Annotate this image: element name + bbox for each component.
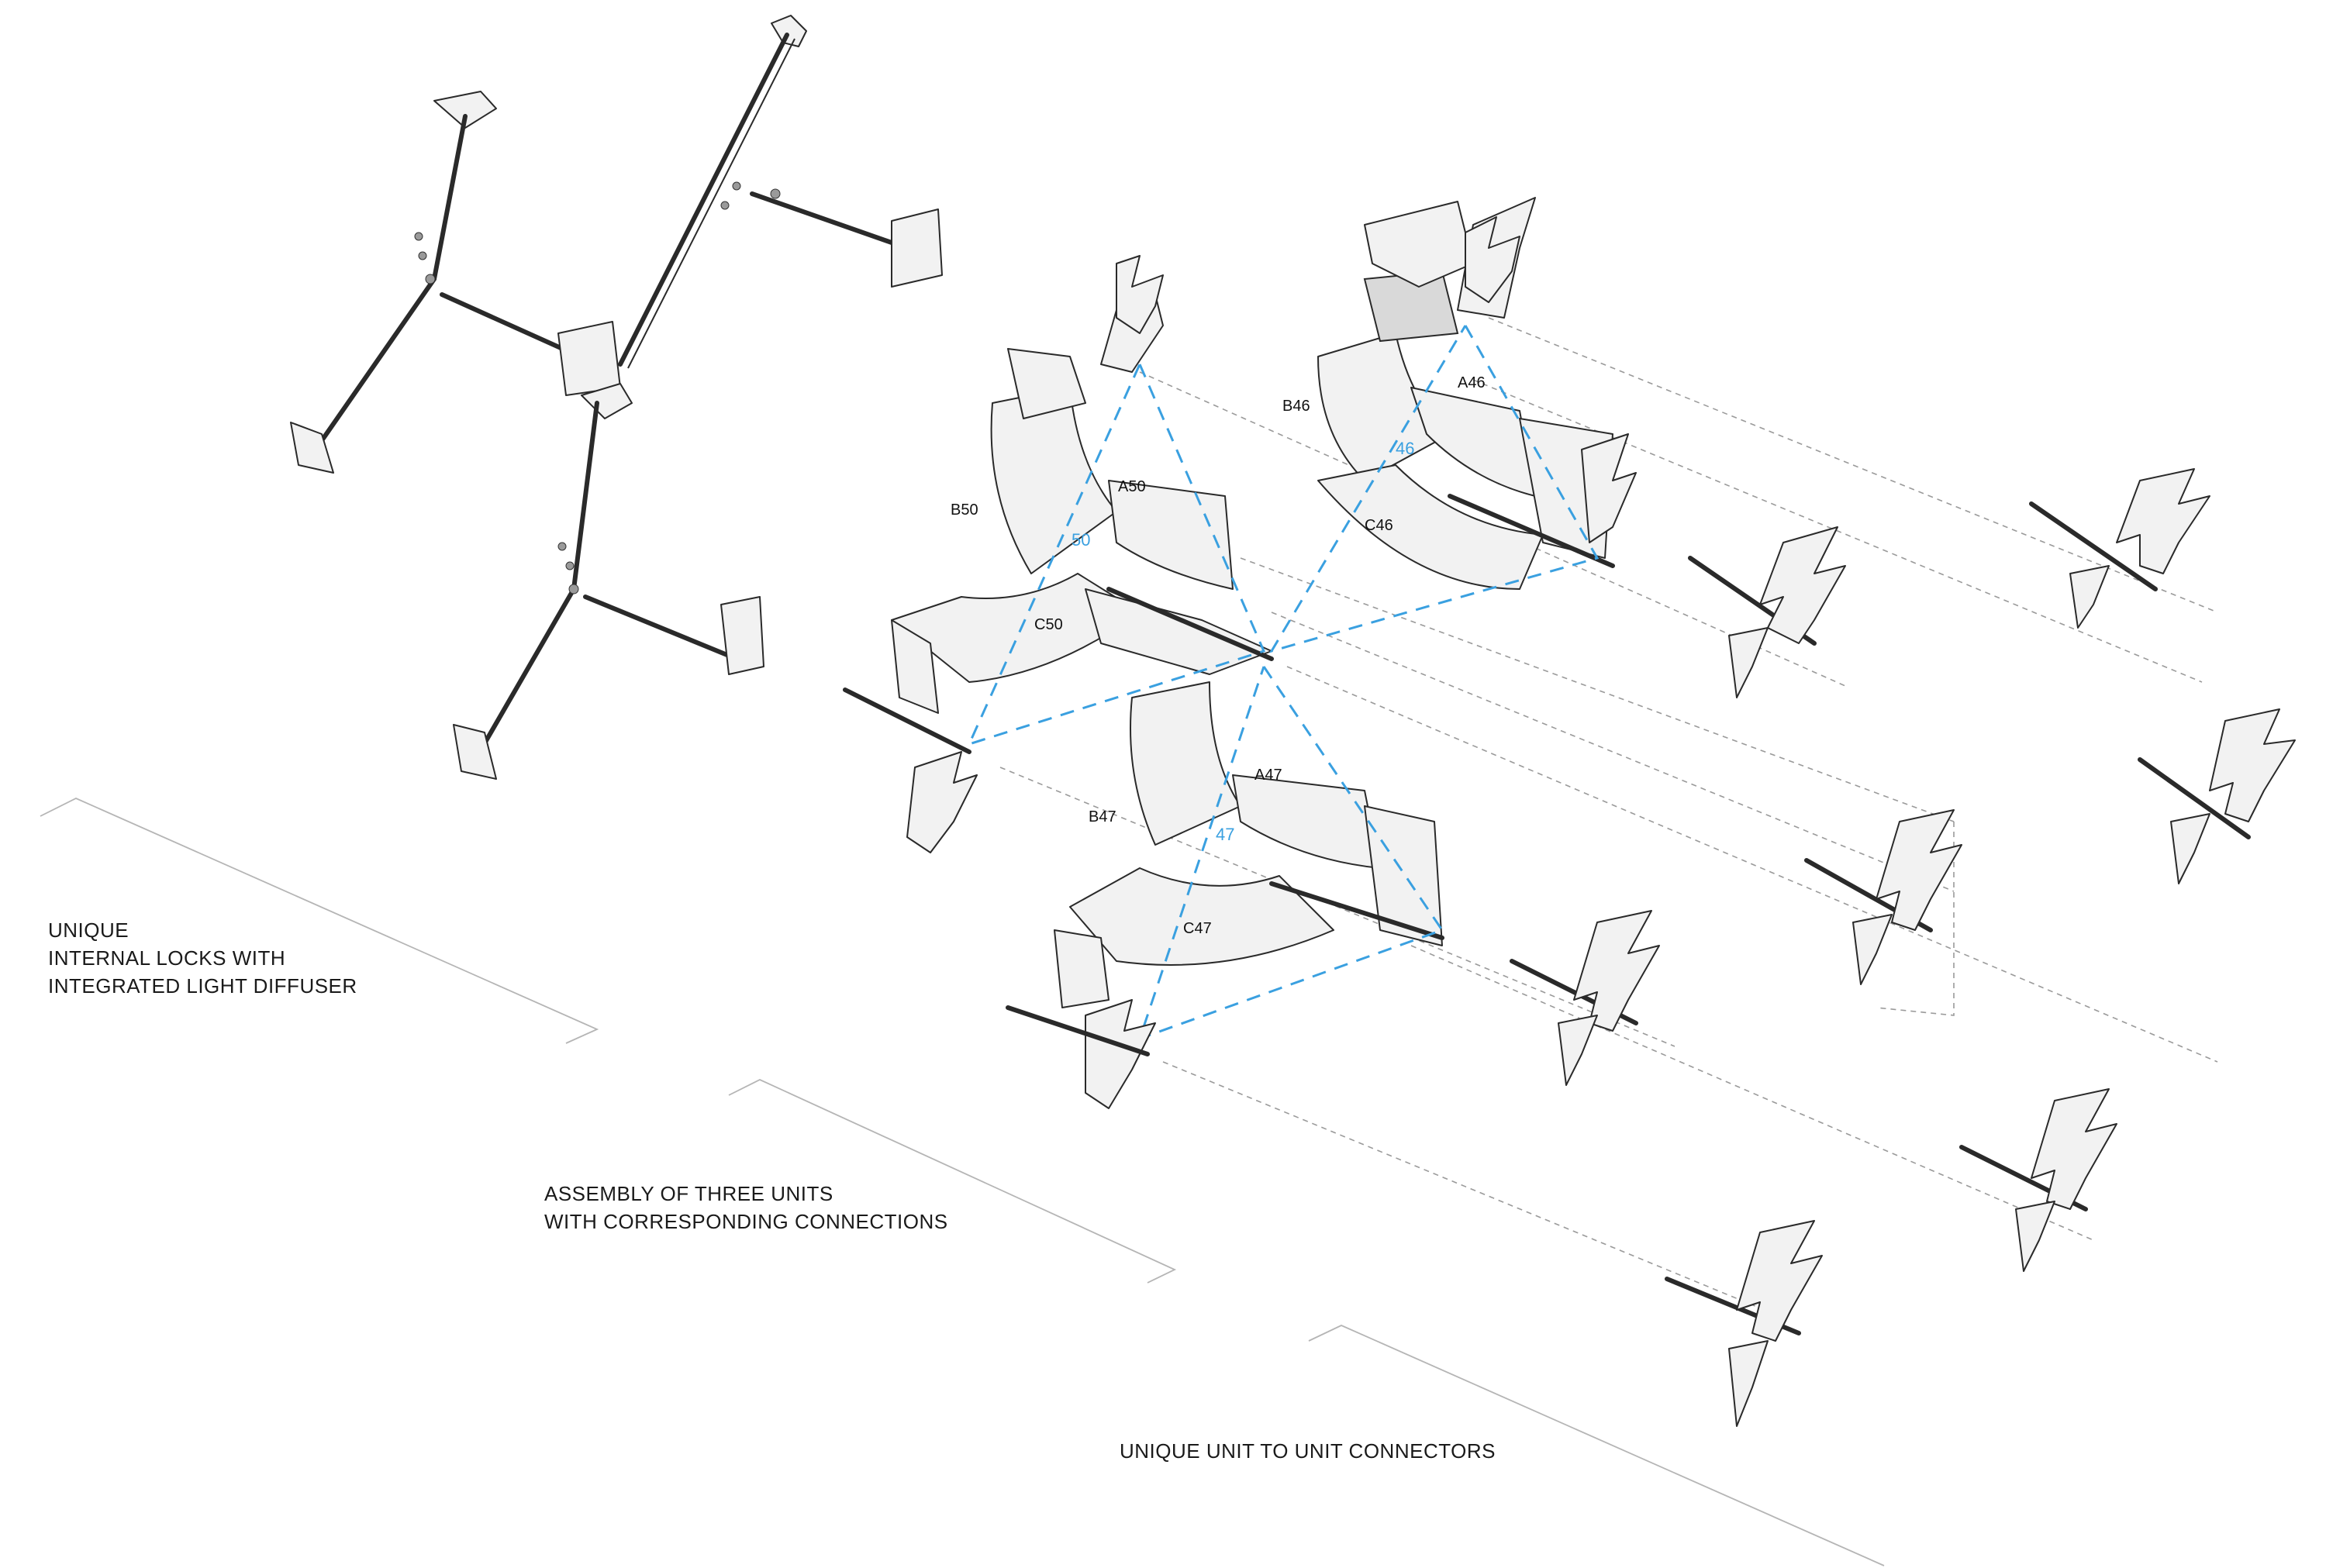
label-b47: B47 bbox=[1089, 808, 1116, 825]
caption-internal-locks: UNIQUE INTERNAL LOCKS WITH INTEGRATED LI… bbox=[48, 918, 357, 998]
label-c50: C50 bbox=[1034, 616, 1063, 633]
connector-6 bbox=[1959, 1088, 2117, 1272]
label-num-47: 47 bbox=[1216, 825, 1234, 844]
label-a47: A47 bbox=[1254, 767, 1282, 784]
assembly-labels: A50 B50 C50 50 A46 B46 C46 46 A47 B47 C4… bbox=[951, 374, 1486, 937]
floor-bracket-assembly bbox=[728, 1079, 1177, 1284]
connector-2 bbox=[1688, 526, 1846, 698]
connector-1 bbox=[2029, 468, 2210, 629]
connector-7 bbox=[1665, 1220, 1823, 1427]
internal-lock-left bbox=[290, 91, 621, 474]
unit-47 bbox=[1054, 681, 1444, 1008]
label-num-50: 50 bbox=[1072, 530, 1090, 550]
caption-assembly: ASSEMBLY OF THREE UNITS WITH CORRESPONDI… bbox=[544, 1182, 948, 1233]
floor-bracket-locks bbox=[40, 798, 599, 1044]
label-b46: B46 bbox=[1282, 398, 1310, 415]
floor-bracket-connectors bbox=[1308, 1325, 1885, 1566]
label-a46: A46 bbox=[1458, 374, 1486, 391]
internal-lock-upper bbox=[618, 15, 943, 369]
connector-3 bbox=[2138, 708, 2296, 884]
unit-50 bbox=[891, 294, 1274, 714]
alignment-triangles bbox=[967, 325, 1600, 1041]
label-c46: C46 bbox=[1365, 517, 1393, 534]
assembly-connectors bbox=[843, 216, 1637, 1109]
label-c47: C47 bbox=[1183, 920, 1212, 937]
connector-5 bbox=[1510, 910, 1660, 1086]
label-b50: B50 bbox=[951, 501, 978, 519]
label-a50: A50 bbox=[1118, 478, 1146, 495]
caption-connectors: UNIQUE UNIT TO UNIT CONNECTORS bbox=[1120, 1439, 1496, 1463]
label-num-46: 46 bbox=[1396, 439, 1414, 458]
internal-lock-lower bbox=[453, 383, 764, 780]
connector-4 bbox=[1804, 809, 1962, 985]
